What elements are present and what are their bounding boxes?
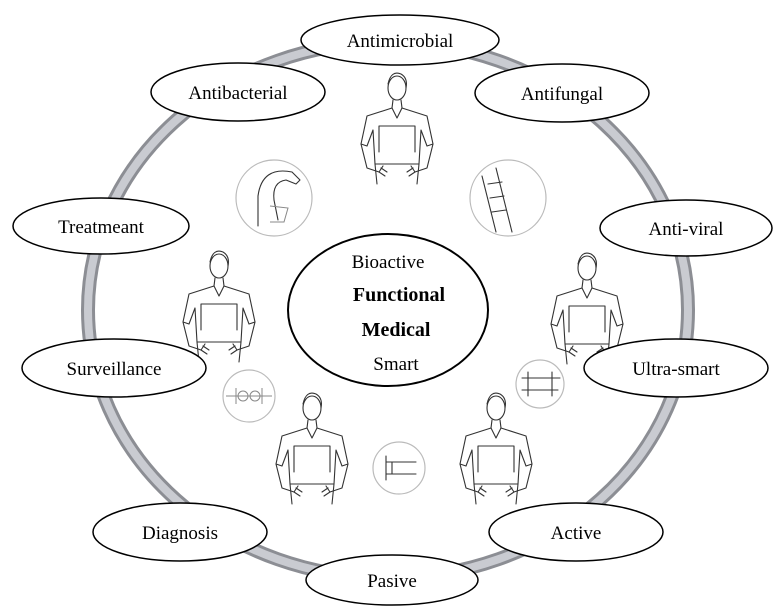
zipper-detail-icon-right [515, 359, 565, 409]
node-diagnosis: Diagnosis [92, 502, 268, 562]
garment-figure-top [360, 72, 434, 185]
node-label-anti-viral: Anti-viral [649, 219, 724, 240]
node-label-active: Active [551, 523, 602, 544]
node-active: Active [488, 502, 664, 562]
node-label-antibacterial: Antibacterial [188, 83, 287, 104]
node-label-diagnosis: Diagnosis [142, 523, 218, 544]
garment-figure-bottom-left [275, 392, 349, 505]
node-label-ultra-smart: Ultra-smart [632, 359, 720, 380]
node-label-antifungal: Antifungal [521, 84, 603, 105]
node-label-surveillance: Surveillance [67, 359, 162, 380]
center-label-smart: Smart [373, 354, 419, 375]
seam-detail-icon [469, 159, 547, 237]
zipper-detail-icon-left [222, 369, 276, 423]
node-surveillance: Surveillance [21, 338, 207, 398]
hood-detail-icon [235, 159, 313, 237]
center-label-medical: Medical [362, 319, 431, 341]
node-pasive: Pasive [305, 554, 479, 606]
node-label-pasive: Pasive [367, 571, 417, 592]
node-label-antimicrobial: Antimicrobial [347, 31, 454, 52]
node-antibacterial: Antibacterial [150, 62, 326, 122]
garment-figure-bottom-right [459, 392, 533, 505]
node-label-treatment: Treatmeant [58, 217, 145, 238]
node-anti-viral: Anti-viral [599, 199, 773, 257]
node-treatment: Treatmeant [12, 197, 190, 255]
center-circle [287, 233, 489, 387]
node-ultra-smart: Ultra-smart [583, 338, 769, 398]
node-antifungal: Antifungal [474, 63, 650, 123]
node-antimicrobial: Antimicrobial [300, 14, 500, 66]
garment-figure-left [182, 250, 256, 363]
center-label-functional: Functional [353, 284, 446, 306]
pocket-detail-icon [372, 441, 426, 495]
center-label-bioactive: Bioactive [352, 252, 425, 273]
